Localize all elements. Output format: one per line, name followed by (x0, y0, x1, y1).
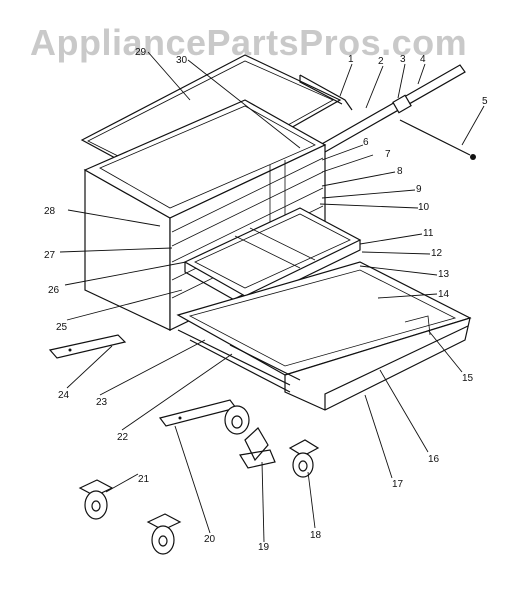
callout-6: 6 (363, 137, 369, 148)
callout-28: 28 (44, 206, 56, 217)
callout-26: 26 (48, 285, 60, 296)
callout-20: 20 (204, 534, 216, 545)
caster-bottom (146, 513, 182, 555)
callout-22: 22 (117, 432, 129, 443)
handle (299, 74, 353, 111)
drawer-slides (177, 329, 301, 393)
callout-23: 23 (96, 397, 108, 408)
callout-10: 10 (418, 202, 430, 213)
callout-4: 4 (420, 54, 426, 65)
callout-27: 27 (44, 250, 56, 261)
callout-11: 11 (423, 228, 434, 239)
callout-8: 8 (397, 166, 403, 177)
callout-18: 18 (310, 530, 322, 541)
callout-3: 3 (400, 54, 406, 65)
callout-7: 7 (385, 149, 391, 160)
callout-1: 1 (348, 54, 354, 65)
caster-18 (288, 439, 320, 478)
upper-drawer (183, 207, 362, 308)
callout-14: 14 (438, 289, 450, 300)
callout-15: 15 (462, 373, 474, 384)
callout-9: 9 (416, 184, 422, 195)
callout-12: 12 (431, 248, 443, 259)
caster-21 (78, 479, 114, 520)
callout-13: 13 (438, 269, 450, 280)
hinge-rod (319, 64, 476, 160)
callout-19: 19 (258, 542, 270, 553)
slide-rail-left (48, 334, 127, 359)
callout-16: 16 (428, 454, 440, 465)
callout-21: 21 (138, 474, 150, 485)
callout-30: 30 (176, 55, 188, 66)
callout-17: 17 (392, 479, 404, 490)
caster-bracket (224, 405, 276, 469)
callout-24: 24 (58, 390, 70, 401)
callout-25: 25 (56, 322, 68, 333)
leader-lines (59, 51, 485, 543)
callout-29: 29 (135, 47, 147, 58)
callout-5: 5 (482, 96, 488, 107)
callout-labels: 1 2 3 4 5 6 7 8 9 10 11 12 13 14 15 16 1… (44, 47, 488, 553)
callout-2: 2 (378, 56, 384, 67)
